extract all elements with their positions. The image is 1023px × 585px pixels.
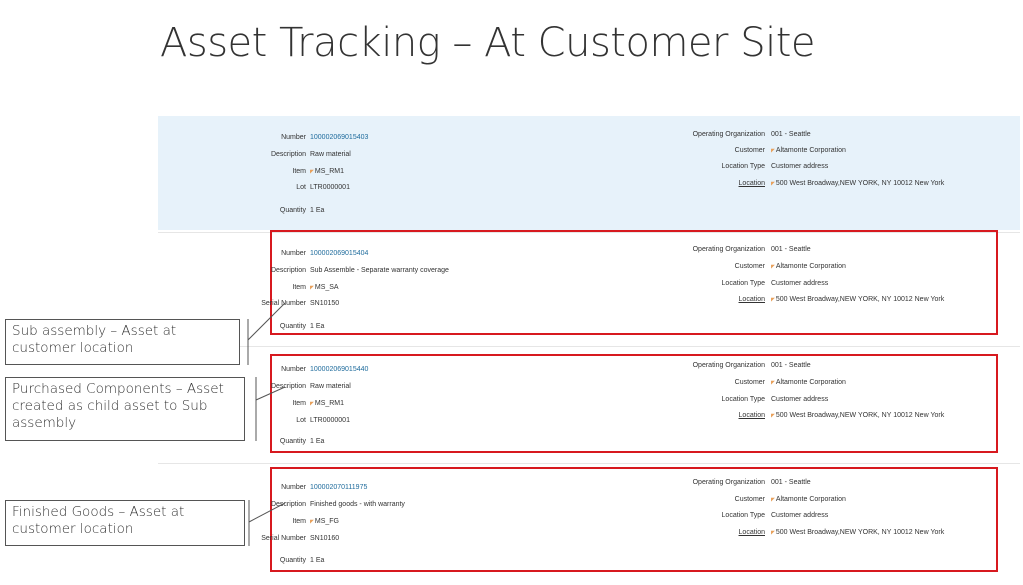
quantity-label: Quantity <box>279 438 306 445</box>
callout-purchased-components: Purchased Components – Asset created as … <box>5 377 245 441</box>
serial-number-label: Serial Number <box>261 300 306 307</box>
asset-number-link[interactable]: 100002070111975 <box>310 484 368 491</box>
location-label[interactable]: Location <box>738 412 765 419</box>
location-type-value: Customer address <box>771 396 829 403</box>
location-type-label: Location Type <box>721 163 765 170</box>
quantity-value: 1 Ea <box>310 323 325 330</box>
asset-number-link[interactable]: 100002069015403 <box>310 134 369 141</box>
operating-org-label: Operating Organization <box>692 362 765 369</box>
quantity-value: 1 Ea <box>310 557 325 564</box>
location-link[interactable]: 500 West Broadway,NEW YORK, NY 10012 New… <box>771 527 944 539</box>
number-label: Number <box>281 484 306 491</box>
serial-number-value: SN10160 <box>310 535 340 542</box>
operating-org-value: 001 - Seattle <box>771 362 811 369</box>
item-link[interactable]: MS_FG <box>310 516 339 528</box>
asset-3-frame <box>270 354 998 453</box>
location-label[interactable]: Location <box>738 180 765 187</box>
location-label[interactable]: Location <box>738 529 765 536</box>
operating-org-label: Operating Organization <box>692 479 765 486</box>
lot-label: Lot <box>296 184 306 191</box>
asset-2-frame <box>270 230 998 335</box>
asset-4-frame <box>270 467 998 572</box>
quantity-label: Quantity <box>279 207 306 214</box>
lot-label: Lot <box>296 417 306 424</box>
number-label: Number <box>281 366 306 373</box>
customer-link[interactable]: Altamonte Corporation <box>771 261 846 273</box>
operating-org-value: 001 - Seattle <box>771 246 811 253</box>
location-type-value: Customer address <box>771 280 829 287</box>
lot-value: LTR0000001 <box>310 184 350 191</box>
asset-panel-3 <box>158 346 1020 461</box>
serial-number-value: SN10150 <box>310 300 340 307</box>
customer-label: Customer <box>734 263 765 270</box>
description-label: Description <box>270 383 306 390</box>
location-type-label: Location Type <box>721 512 765 519</box>
description-value: Finished goods - with warranty <box>310 501 405 508</box>
asset-panel-2 <box>158 232 1020 345</box>
number-label: Number <box>281 250 306 257</box>
description-value: Raw material <box>310 151 351 158</box>
operating-org-label: Operating Organization <box>692 131 765 138</box>
asset-number-link[interactable]: 100002069015440 <box>310 366 369 373</box>
asset-panel-4 <box>158 463 1020 576</box>
customer-link[interactable]: Altamonte Corporation <box>771 145 846 157</box>
serial-number-label: Serial Number <box>261 535 306 542</box>
operating-org-value: 001 - Seattle <box>771 479 811 486</box>
location-type-label: Location Type <box>721 396 765 403</box>
location-link[interactable]: 500 West Broadway,NEW YORK, NY 10012 New… <box>771 410 944 422</box>
item-link[interactable]: MS_SA <box>310 282 339 294</box>
quantity-value: 1 Ea <box>310 207 325 214</box>
location-label[interactable]: Location <box>738 296 765 303</box>
number-label: Number <box>281 134 306 141</box>
operating-org-label: Operating Organization <box>692 246 765 253</box>
description-value: Sub Assemble - Separate warranty coverag… <box>310 267 449 274</box>
item-label: Item <box>292 518 306 525</box>
quantity-label: Quantity <box>279 557 306 564</box>
location-type-value: Customer address <box>771 512 829 519</box>
location-type-label: Location Type <box>721 280 765 287</box>
item-link[interactable]: MS_RM1 <box>310 166 344 178</box>
description-value: Raw material <box>310 383 351 390</box>
operating-org-value: 001 - Seattle <box>771 131 811 138</box>
description-label: Description <box>270 267 306 274</box>
customer-label: Customer <box>734 496 765 503</box>
asset-number-link[interactable]: 100002069015404 <box>310 250 369 257</box>
callout-finished-goods: Finished Goods – Asset at customer locat… <box>5 500 245 546</box>
description-label: Description <box>270 501 306 508</box>
asset-panel-1 <box>158 116 1020 230</box>
location-type-value: Customer address <box>771 163 829 170</box>
callout-sub-assembly: Sub assembly – Asset at customer locatio… <box>5 319 240 365</box>
quantity-value: 1 Ea <box>310 438 325 445</box>
customer-link[interactable]: Altamonte Corporation <box>771 494 846 506</box>
item-link[interactable]: MS_RM1 <box>310 398 344 410</box>
customer-label: Customer <box>734 147 765 154</box>
description-label: Description <box>270 151 306 158</box>
item-label: Item <box>292 168 306 175</box>
quantity-label: Quantity <box>279 323 306 330</box>
item-label: Item <box>292 400 306 407</box>
item-label: Item <box>292 284 306 291</box>
customer-link[interactable]: Altamonte Corporation <box>771 377 846 389</box>
customer-label: Customer <box>734 379 765 386</box>
location-link[interactable]: 500 West Broadway,NEW YORK, NY 10012 New… <box>771 294 944 306</box>
page-title: Asset Tracking – At Customer Site <box>160 20 815 66</box>
location-link[interactable]: 500 West Broadway,NEW YORK, NY 10012 New… <box>771 178 944 190</box>
lot-value: LTR0000001 <box>310 417 350 424</box>
